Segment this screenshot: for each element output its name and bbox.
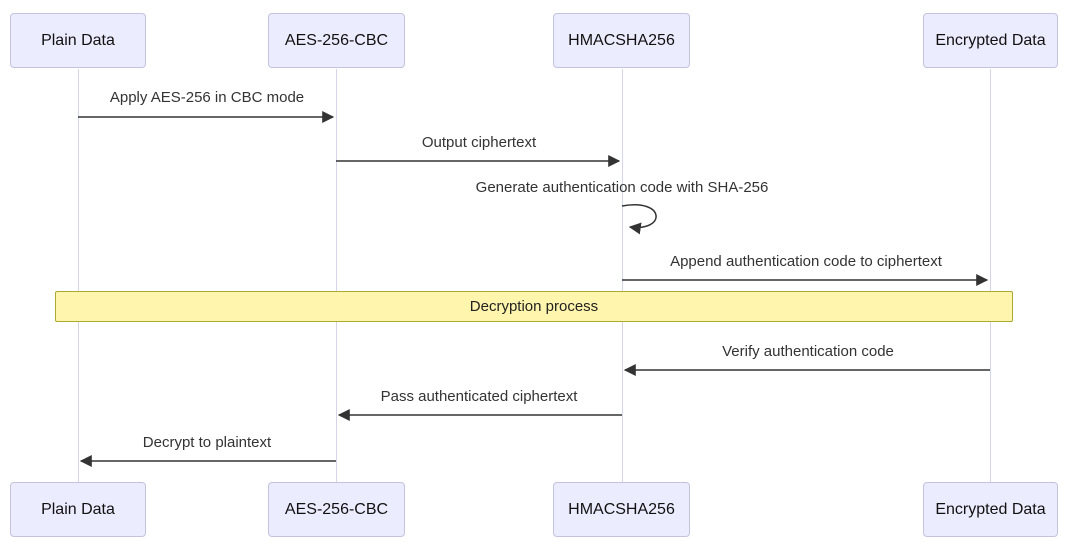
lifeline-aes-256-cbc (336, 69, 337, 482)
message-label-apply-aes: Apply AES-256 in CBC mode (109, 89, 305, 106)
note-decryption-process: Decryption process (55, 291, 1013, 322)
actor-label: HMACSHA256 (568, 500, 675, 518)
actor-bottom-aes-256-cbc: AES-256-CBC (268, 482, 405, 537)
message-label-pass-ciphertext: Pass authenticated ciphertext (380, 388, 578, 405)
actor-label: AES-256-CBC (284, 500, 389, 518)
arrow-self-loop-icon (621, 204, 657, 235)
lifeline-encrypted-data (990, 69, 991, 482)
actor-label: Encrypted Data (935, 31, 1046, 49)
note-label: Decryption process (469, 298, 599, 315)
actor-bottom-encrypted-data: Encrypted Data (923, 482, 1058, 537)
actor-label: Plain Data (41, 31, 115, 49)
actor-label: AES-256-CBC (284, 31, 389, 49)
message-label-output-ciphertext: Output ciphertext (421, 134, 537, 151)
actor-top-plain-data: Plain Data (10, 13, 146, 68)
message-label-append-auth: Append authentication code to ciphertext (670, 253, 942, 270)
actor-label: HMACSHA256 (568, 31, 675, 49)
actor-top-hmacsha256: HMACSHA256 (553, 13, 690, 68)
lifeline-hmacsha256 (622, 69, 623, 482)
message-label-decrypt: Decrypt to plaintext (142, 434, 272, 451)
actor-top-encrypted-data: Encrypted Data (923, 13, 1058, 68)
actor-bottom-plain-data: Plain Data (10, 482, 146, 537)
lifeline-plain-data (78, 69, 79, 482)
actor-label: Plain Data (41, 500, 115, 518)
actor-top-aes-256-cbc: AES-256-CBC (268, 13, 405, 68)
actor-label: Encrypted Data (935, 500, 1046, 518)
actor-bottom-hmacsha256: HMACSHA256 (553, 482, 690, 537)
message-label-verify-auth: Verify authentication code (722, 343, 894, 360)
message-label-generate-auth: Generate authentication code with SHA-25… (475, 179, 769, 196)
